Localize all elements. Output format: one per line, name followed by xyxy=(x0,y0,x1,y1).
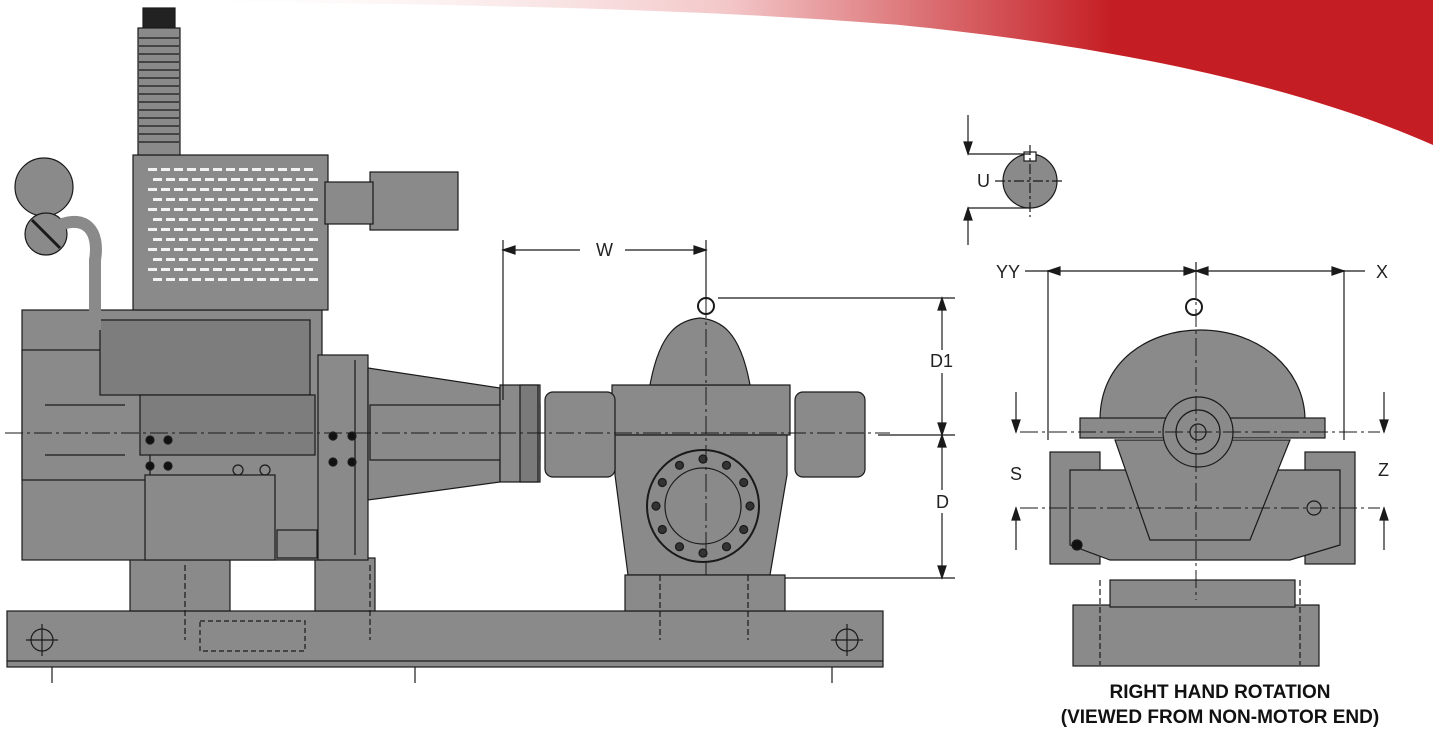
dim-label-w: W xyxy=(596,240,613,260)
rotation-caption: RIGHT HAND ROTATION (VIEWED FROM NON-MOT… xyxy=(1010,680,1430,730)
end-volute xyxy=(1099,329,1306,421)
side-view xyxy=(6,7,884,683)
radiator xyxy=(132,154,329,311)
header-banner xyxy=(150,0,1433,145)
pump-upper-case xyxy=(611,384,791,436)
base-frame xyxy=(6,610,884,668)
radiator-grille xyxy=(148,168,318,281)
dim-label-x: X xyxy=(1376,262,1388,282)
dim-label-yy: YY xyxy=(996,262,1020,282)
pump-flange xyxy=(646,449,760,563)
dim-label-s: S xyxy=(1010,464,1022,484)
shaft-detail xyxy=(963,115,1065,245)
pump-volute-top xyxy=(649,317,751,386)
caption-line-1: RIGHT HAND ROTATION xyxy=(1109,682,1331,703)
end-view xyxy=(1049,298,1356,667)
dim-label-u: U xyxy=(977,171,990,191)
caption-line-2: (VIEWED FROM NON-MOTOR END) xyxy=(1060,707,1380,728)
dim-label-d1: D1 xyxy=(930,351,953,371)
dim-label-d: D xyxy=(936,492,949,512)
exhaust-stack xyxy=(137,27,181,156)
dim-label-z: Z xyxy=(1378,460,1389,480)
